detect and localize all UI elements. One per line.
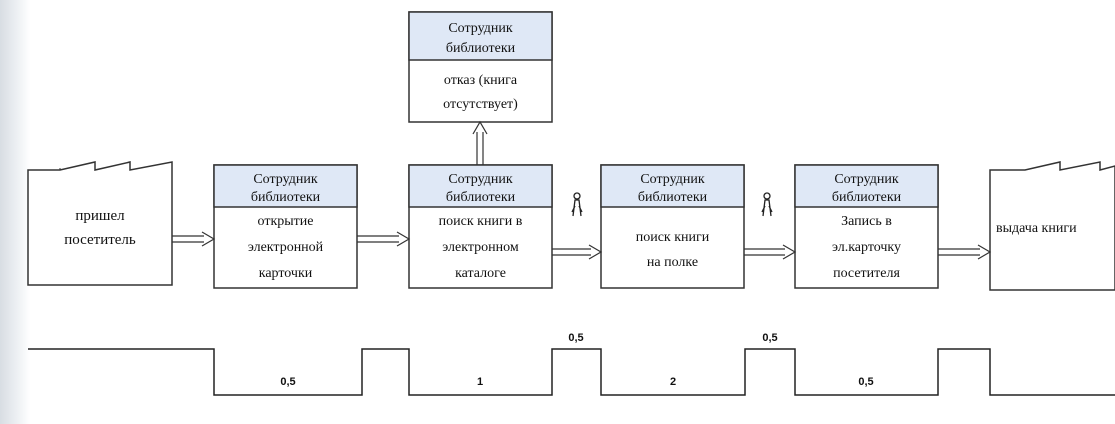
flow-arrow-2 [357,231,411,247]
step-text-line-2: отсутствует) [443,97,518,112]
step-open-card: Сотрудник библиотеки открытие электронно… [213,164,358,289]
role-label-line-1: Сотрудник [640,172,704,187]
end-document: выдача книги [989,161,1115,291]
flow-arrow-up [472,120,488,165]
step-text-line-2: электронном [442,240,519,255]
step-text-line-1: Запись в [841,214,892,229]
step-text-line-1: поиск книги [636,230,710,245]
step-text-line-1: поиск книги в [439,214,523,229]
role-label-line-2: библиотеки [251,190,321,205]
step-text-line-3: каталоге [455,266,506,281]
step-text-line-2: эл.карточку [832,240,901,255]
flow-arrow-1 [172,231,216,247]
step-text-line-3: карточки [259,266,313,281]
slide-edge-shading [0,0,30,424]
flow-arrow-5 [938,244,992,260]
timeline-low-label: 1 [477,376,483,388]
step-text-line-2: на полке [647,255,698,270]
step-text-line-3: посетителя [833,266,900,281]
role-label-line-1: Сотрудник [448,172,512,187]
step-text-line-1: отказ (книга [444,73,518,88]
timeline-line [28,348,1115,396]
flow-arrow-4 [744,244,797,260]
step-text-line-2: электронной [248,240,324,255]
start-document: пришел посетитель [27,161,173,286]
flow-arrow-3 [552,244,603,260]
end-doc-text: выдача книги [996,221,1077,236]
person-icon [571,192,583,217]
step-refusal: Сотрудник библиотеки отказ (книга отсутс… [408,11,553,123]
step-text-line-1: открытие [258,214,314,229]
step-shelf-search: Сотрудник библиотеки поиск книги на полк… [600,164,745,289]
step-record: Сотрудник библиотеки Запись в эл.карточк… [794,164,939,289]
role-label-line-1: Сотрудник [253,172,317,187]
role-label-line-2: библиотеки [638,190,708,205]
role-label-line-2: библиотеки [446,190,516,205]
timeline-high-label: 0,5 [762,332,777,344]
role-label-line-1: Сотрудник [448,21,512,36]
start-doc-line-1: пришел [75,208,125,224]
timeline-low-label: 0,5 [280,376,295,388]
step-catalog-search: Сотрудник библиотеки поиск книги в элект… [408,164,553,289]
role-label-line-2: библиотеки [832,190,902,205]
timeline-high-label: 0,5 [568,332,583,344]
timeline-low-label: 2 [670,376,676,388]
person-icon [761,192,773,217]
timeline-low-label: 0,5 [858,376,873,388]
role-label-line-1: Сотрудник [834,172,898,187]
start-doc-line-2: посетитель [64,232,136,248]
role-label-line-2: библиотеки [446,41,516,56]
